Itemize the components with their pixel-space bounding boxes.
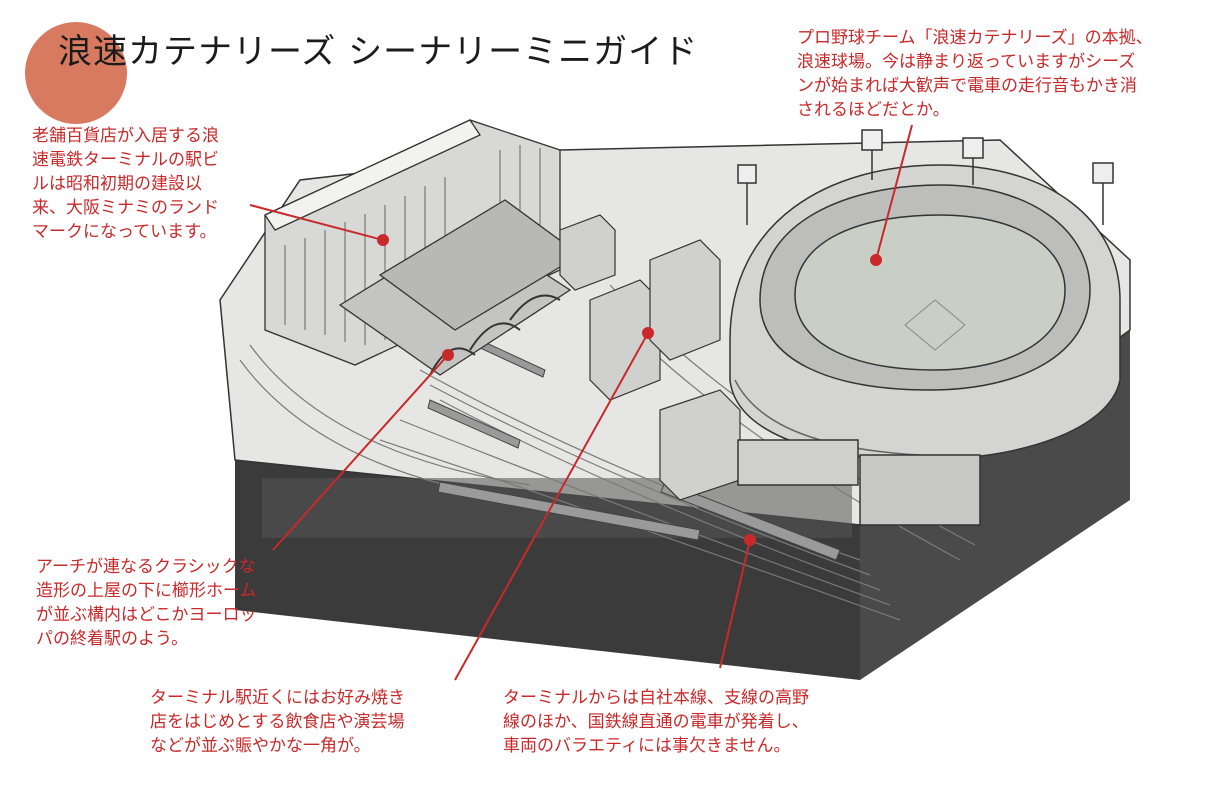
annotation-platform-roof: アーチが連なるクラシックな 造形の上屋の下に櫛形ホーム が並ぶ構内はどこかヨーロ… — [36, 557, 257, 649]
title-accent-circle — [25, 22, 127, 124]
leader-dot-roof — [442, 349, 454, 361]
leader-roof — [272, 354, 449, 551]
leader-dot-rails — [744, 534, 756, 546]
trains — [427, 339, 841, 561]
annotation-stadium: プロ野球チーム「浪速カテナリーズ」の本拠、 浪速球場。今は静まり返っていますがシ… — [797, 28, 1153, 120]
leader-lines — [249, 124, 913, 681]
page-title: 浪速カテナリーズ シーナリーミニガイド — [58, 32, 699, 72]
light-towers — [737, 129, 1114, 225]
stadium — [729, 164, 1121, 526]
annotation-station-building: 老舗百貨店が入居する浪 速電鉄ターミナルの駅ビ ルは昭和初期の建設以 来、大阪ミ… — [32, 126, 219, 242]
leader-dot-shops — [642, 327, 654, 339]
annotation-rail-lines: ターミナルからは自社本線、支線の高野 線のほか、国鉄線直通の電車が発着し、 車両… — [503, 688, 809, 756]
shops-block — [559, 214, 741, 501]
leader-dot-station — [377, 234, 389, 246]
leader-station — [249, 204, 384, 241]
leader-dot-stadium — [870, 254, 882, 266]
platform-roofs — [338, 199, 582, 376]
leader-shops — [454, 332, 649, 681]
leader-rails — [719, 539, 751, 669]
leader-stadium — [875, 124, 913, 261]
annotation-shops: ターミナル駅近くにはお好み焼き 店をはじめとする飲食店や演芸場 などが並ぶ賑やか… — [150, 688, 405, 756]
